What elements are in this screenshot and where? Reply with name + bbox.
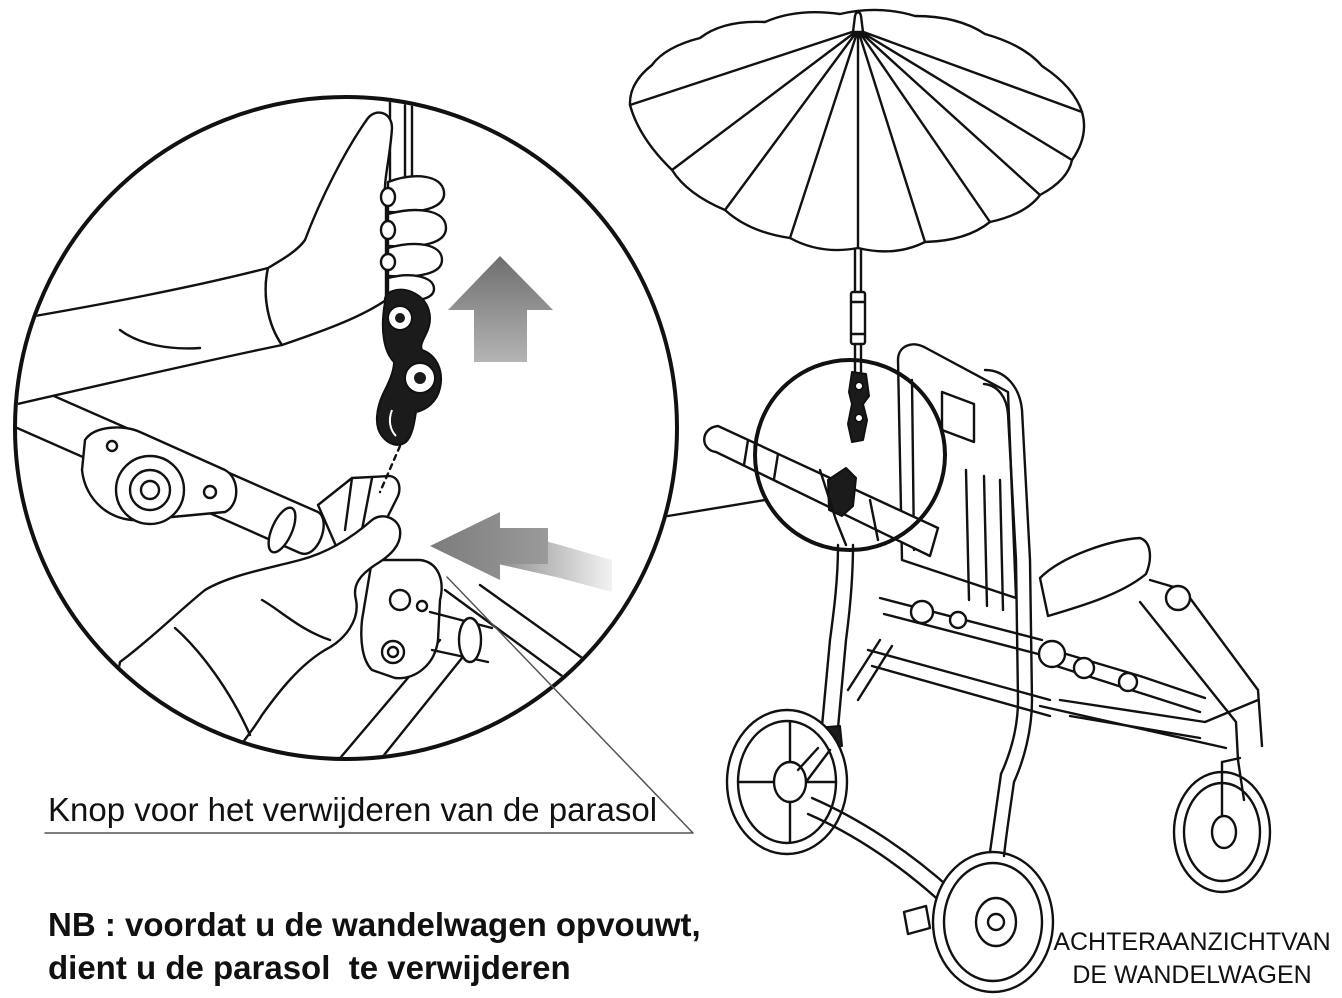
finger bbox=[386, 208, 448, 248]
fingernail bbox=[379, 219, 397, 241]
hinge-knob bbox=[114, 454, 186, 526]
view-caption-line-1: ACHTERAANZICHTVAN bbox=[1053, 928, 1331, 956]
canopy-ferrule bbox=[851, 11, 865, 34]
hand-outline bbox=[98, 515, 402, 757]
magnified-region-circle bbox=[753, 358, 947, 552]
pole-grip bbox=[849, 290, 867, 346]
finger bbox=[386, 242, 444, 278]
cross-tube-lower bbox=[866, 648, 1052, 718]
push-handle-tube bbox=[17, 366, 325, 555]
lower-rail bbox=[1038, 704, 1228, 750]
warning-note-line-2: dient u de parasol te verwijderen bbox=[48, 949, 571, 986]
clamp-bolt-center bbox=[414, 372, 426, 384]
parasol-clamp-detail bbox=[376, 288, 442, 446]
left-rear-wheel bbox=[725, 708, 849, 856]
clamp-bolt bbox=[854, 413, 864, 423]
view-caption-line-2: DE WANDELWAGEN bbox=[1072, 961, 1312, 989]
wheel-fork bbox=[796, 746, 832, 784]
sleeve-cuff bbox=[173, 626, 252, 737]
handle-holder bbox=[827, 467, 857, 517]
front-right-wheel bbox=[1172, 770, 1272, 894]
lower-tube-body bbox=[428, 610, 494, 664]
hub bbox=[1210, 814, 1238, 850]
left-upright-tube bbox=[820, 543, 855, 730]
fold-joint bbox=[909, 599, 935, 625]
detail-circle bbox=[13, 95, 679, 761]
release-button-callout: Knop voor het verwijderen van de parasol bbox=[48, 791, 658, 828]
brake-pedal bbox=[902, 904, 932, 936]
pole-grip-ridges bbox=[849, 300, 867, 336]
parasol-pole bbox=[849, 246, 867, 374]
bracket-bolt bbox=[202, 484, 218, 500]
rim bbox=[942, 861, 1044, 983]
plate-pivot bbox=[380, 639, 406, 665]
caster-fork bbox=[1220, 756, 1246, 818]
finger bbox=[386, 175, 446, 214]
hinge-knob-center bbox=[139, 479, 161, 501]
clamp-bolt bbox=[854, 381, 864, 391]
holder-bracket bbox=[818, 468, 880, 547]
fingernail bbox=[379, 252, 397, 272]
left-lower-strut bbox=[846, 638, 894, 702]
hub bbox=[974, 896, 1018, 948]
front-joint bbox=[1164, 584, 1192, 612]
release-button bbox=[388, 588, 412, 612]
upper-hand bbox=[264, 111, 448, 347]
warning-note-line-1: NB : voordat u de wandelwagen opvouwt, bbox=[48, 906, 701, 943]
hinge-knob-ring bbox=[128, 468, 172, 512]
left-arrow-icon bbox=[430, 512, 612, 592]
parasol-canopy bbox=[628, 8, 1086, 253]
bottom-rear-wheel bbox=[931, 850, 1055, 994]
callout-leader-line bbox=[44, 576, 694, 834]
fold-joint bbox=[1117, 671, 1139, 693]
lower-tube-ring bbox=[457, 616, 483, 664]
backrest-label bbox=[940, 390, 976, 444]
spokes bbox=[736, 720, 838, 844]
up-arrow-shape bbox=[448, 256, 553, 362]
axle-bar bbox=[806, 796, 954, 908]
right-upright-tube bbox=[982, 368, 1034, 784]
tube-ring bbox=[267, 506, 297, 554]
thumb-crease bbox=[260, 598, 332, 642]
palm-and-thumb bbox=[264, 111, 394, 347]
fingernail bbox=[379, 186, 397, 208]
lower-tube bbox=[428, 610, 494, 664]
lower-hand bbox=[98, 515, 402, 757]
clamp-highlight bbox=[388, 409, 397, 437]
plate-rivet bbox=[415, 599, 429, 613]
rear-leg-tube bbox=[988, 772, 1016, 858]
detail-circle-background bbox=[15, 97, 677, 759]
fold-joint bbox=[948, 610, 968, 630]
handle-grip-line bbox=[742, 438, 780, 481]
insertion-guide-line bbox=[378, 444, 402, 494]
stroller-rear-view bbox=[703, 343, 1272, 994]
release-button-plate bbox=[360, 558, 443, 680]
connector-line bbox=[666, 498, 767, 518]
bracket-bolt bbox=[105, 439, 119, 453]
parasol-clamp bbox=[847, 371, 870, 443]
backrest-strap-slots bbox=[964, 468, 1005, 612]
detail-view bbox=[17, 99, 675, 757]
fold-joint bbox=[1037, 639, 1067, 669]
sleeve-fold bbox=[118, 328, 202, 350]
clamp-bolt-center bbox=[395, 313, 405, 323]
backrest-panel bbox=[896, 343, 1018, 600]
plate-pivot-center bbox=[386, 645, 400, 659]
left-arrow-shape bbox=[430, 512, 548, 580]
seat-cushion bbox=[1038, 536, 1152, 618]
canopy-ribs bbox=[628, 28, 1084, 250]
front-frame-tube bbox=[1138, 578, 1264, 762]
hub-cap bbox=[986, 912, 1006, 932]
up-arrow-icon bbox=[448, 256, 553, 362]
fold-joint bbox=[1072, 656, 1096, 680]
